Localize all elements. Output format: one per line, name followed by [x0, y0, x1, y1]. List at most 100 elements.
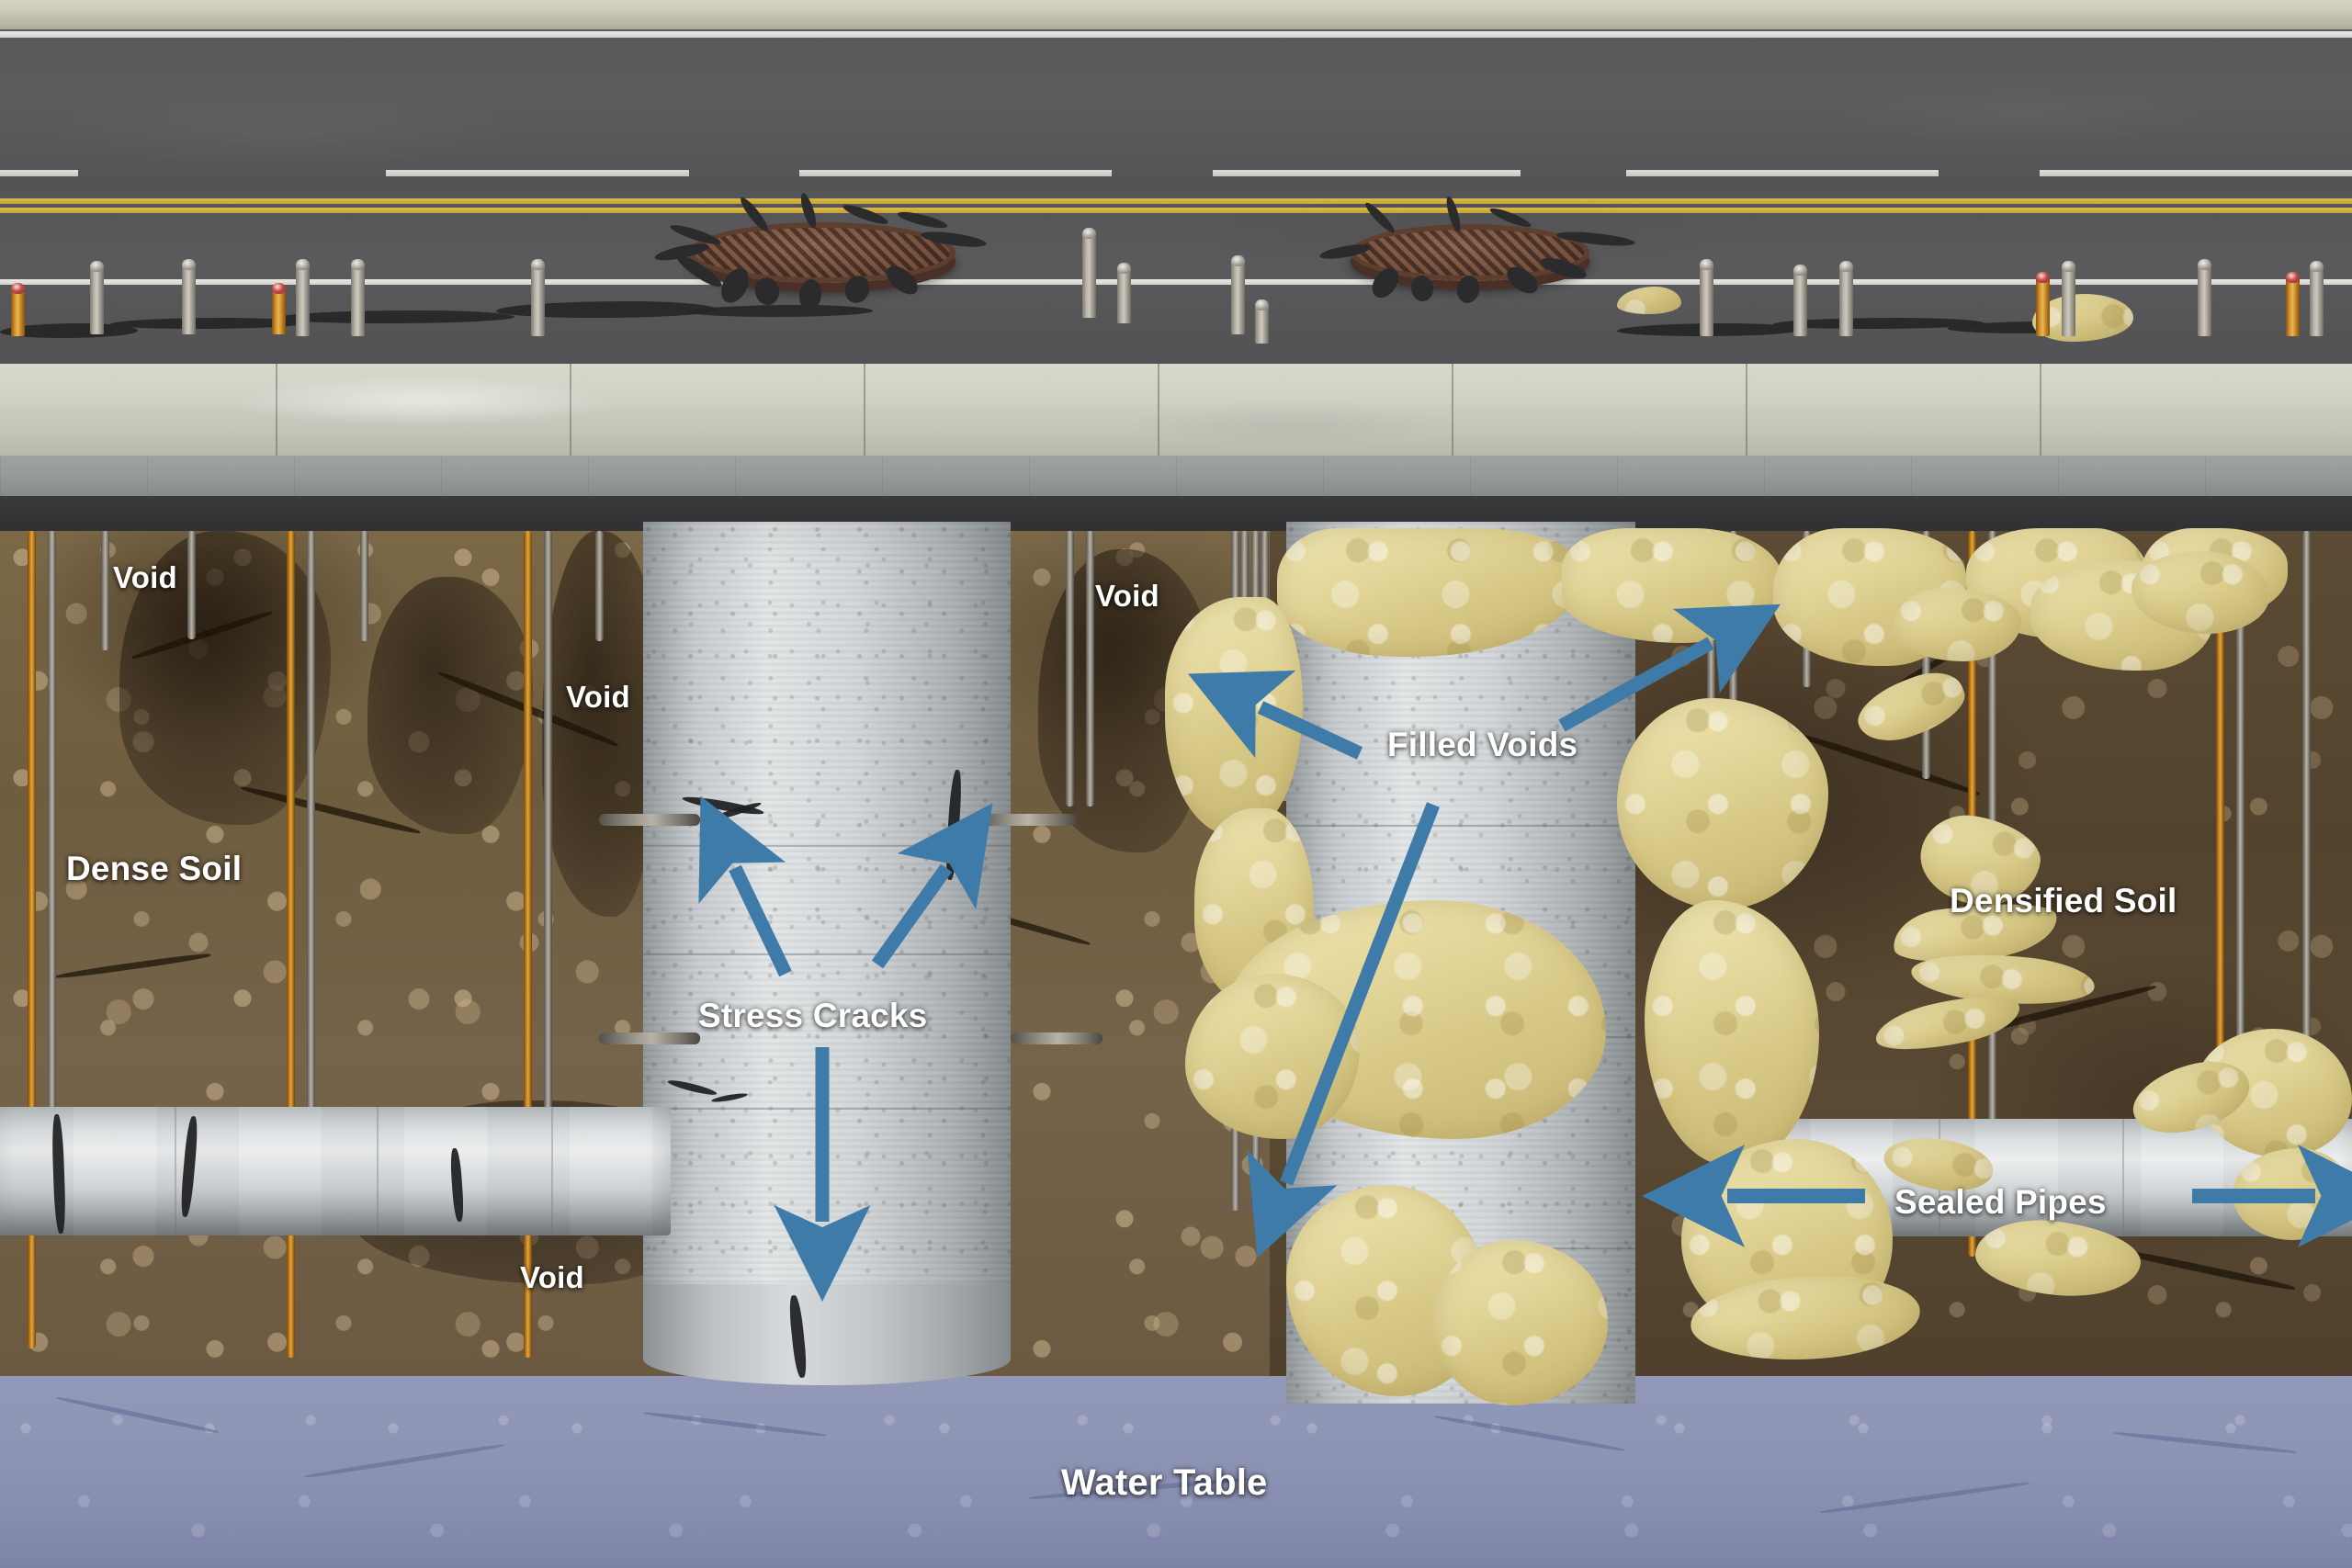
slab-seam [1158, 364, 1159, 456]
lane-dash [0, 170, 78, 176]
injection-rod[interactable] [524, 531, 532, 1358]
tube-cap [11, 283, 25, 294]
polyurethane-foam [1433, 1240, 1608, 1405]
injection-rod[interactable] [1066, 531, 1074, 807]
grout-injection-tube[interactable] [2310, 261, 2324, 336]
foam-fragment [1893, 588, 2021, 661]
tube-cap [1700, 259, 1713, 270]
lateral-pipe-stub [599, 814, 700, 826]
dashed-lane-marking-row [0, 170, 2352, 176]
tube-cap [182, 259, 196, 270]
lane-dash [799, 170, 1112, 176]
surface-foam-blob [1617, 287, 1681, 314]
asphalt-crack [496, 301, 717, 318]
injection-rod[interactable] [2216, 531, 2224, 1174]
concrete-sidewalk-slab [0, 364, 2352, 456]
grout-injection-tube[interactable] [272, 283, 286, 334]
water-vein [2113, 1430, 2297, 1455]
injection-rod[interactable] [2302, 531, 2311, 1045]
injection-rod[interactable] [544, 531, 552, 1174]
water-vein [56, 1395, 220, 1435]
slab-seam [2040, 364, 2041, 456]
water-vein [1819, 1481, 2030, 1515]
shaft-seam [1286, 825, 1635, 827]
tube-cap [1082, 228, 1096, 239]
sidewalk-edge-face [0, 456, 2352, 496]
slab-seam [276, 364, 277, 456]
yellow-center-line-lower [0, 208, 2352, 213]
asphalt-road-surface [0, 29, 2352, 364]
grout-injection-tube[interactable] [1231, 255, 1245, 334]
grout-injection-tube[interactable] [2062, 261, 2075, 336]
tube-cap [2062, 261, 2075, 272]
shaft-seam [643, 953, 1011, 955]
grout-injection-tube[interactable] [1839, 261, 1853, 336]
asphalt-crack [110, 318, 303, 329]
polyurethane-foam [1165, 597, 1303, 836]
water-table-layer [0, 1376, 2352, 1568]
void-pocket [119, 531, 331, 825]
grout-injection-tube[interactable] [2036, 272, 2050, 336]
lane-dash [1626, 170, 1939, 176]
tube-cap [1793, 265, 1807, 276]
grout-injection-tube[interactable] [182, 259, 196, 334]
tube-cap [1255, 299, 1269, 310]
tube-cap [1839, 261, 1853, 272]
asphalt-crack [689, 305, 873, 317]
injection-rod[interactable] [2236, 531, 2245, 1220]
injection-rod[interactable] [1086, 531, 1094, 807]
injection-rod[interactable] [187, 531, 196, 639]
shaft-seam [643, 845, 1011, 847]
pipe-joint [175, 1107, 176, 1235]
grout-injection-tube[interactable] [1700, 259, 1713, 336]
grout-injection-tube[interactable] [296, 259, 310, 336]
tube-cap [2036, 272, 2050, 283]
water-vein [1434, 1414, 1625, 1453]
grout-injection-tube[interactable] [11, 283, 25, 336]
pipe-joint [377, 1107, 379, 1235]
asphalt-crack [1773, 318, 1984, 329]
cracked-concrete-pipe [0, 1107, 671, 1235]
asphalt-crack [276, 310, 514, 323]
injection-rod[interactable] [28, 531, 36, 1348]
tube-cap [2310, 261, 2324, 272]
grout-injection-tube[interactable] [2198, 259, 2211, 336]
grout-injection-tube[interactable] [90, 261, 104, 334]
grout-injection-tube[interactable] [2286, 272, 2300, 336]
grout-injection-tube[interactable] [351, 259, 365, 336]
water-vein [1029, 1476, 1250, 1501]
lateral-pipe-stub [599, 1032, 700, 1044]
tube-cap [2286, 272, 2300, 283]
tube-cap [2198, 259, 2211, 270]
grout-injection-tube[interactable] [1117, 263, 1131, 323]
foam-fragment [2233, 1148, 2352, 1240]
tube-cap [272, 283, 286, 294]
grout-injection-tube[interactable] [1793, 265, 1807, 336]
lane-dash [2040, 170, 2352, 176]
polyurethane-foam [1562, 528, 1782, 643]
lane-dash [386, 170, 689, 176]
tube-cap [1231, 255, 1245, 266]
injection-rod[interactable] [307, 531, 315, 1183]
shaft-base [643, 1284, 1011, 1385]
pipe-joint [551, 1107, 553, 1235]
far-sidewalk [0, 0, 2352, 22]
pipe-joint [2122, 1119, 2124, 1236]
injection-rod[interactable] [48, 531, 56, 1174]
void-pocket [368, 577, 533, 834]
asphalt-subbase-layer [0, 496, 2352, 531]
shaft-seam [643, 1108, 1011, 1110]
injection-rod[interactable] [287, 531, 295, 1358]
injection-rod[interactable] [101, 531, 109, 650]
grout-injection-tube[interactable] [1255, 299, 1269, 344]
white-edge-line [0, 31, 2352, 38]
slab-seam [1452, 364, 1453, 456]
injection-rod[interactable] [595, 531, 604, 641]
manhole-cover-right [1318, 195, 1636, 305]
tube-cap [90, 261, 104, 272]
lateral-pipe-stub [976, 814, 1077, 826]
grout-injection-tube[interactable] [531, 259, 545, 336]
injection-rod[interactable] [360, 531, 368, 641]
grout-injection-tube[interactable] [1082, 228, 1096, 318]
